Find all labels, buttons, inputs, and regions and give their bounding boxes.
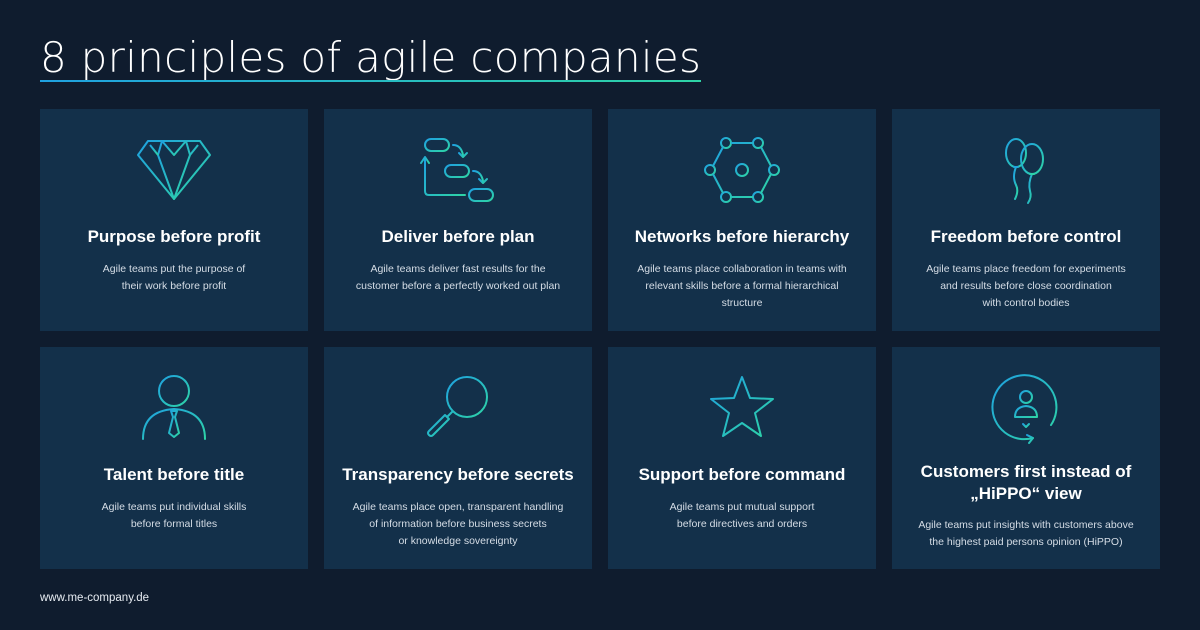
desc-line: their work before profit xyxy=(121,280,227,292)
desc-line: before formal titles xyxy=(130,518,218,530)
flow-steps-icon xyxy=(324,131,592,209)
card-description: Agile teams place freedom for experiment… xyxy=(906,261,1146,312)
desc-line: Agile teams deliver fast results for the xyxy=(370,263,546,275)
card-description: Agile teams put mutual support before di… xyxy=(622,499,862,533)
desc-line: customer before a perfectly worked out p… xyxy=(355,280,561,292)
card-description: Agile teams place collaboration in teams… xyxy=(622,261,862,312)
magnifier-icon xyxy=(324,369,592,447)
card-title: Deliver before plan xyxy=(381,227,535,246)
card-title: Transparency before secrets xyxy=(342,465,574,484)
card-description: Agile teams put insights with customers … xyxy=(906,517,1146,551)
desc-line: or knowledge sovereignty xyxy=(398,535,518,547)
customer-circle-icon xyxy=(892,369,1160,447)
desc-line: Agile teams put insights with customers … xyxy=(918,519,1134,531)
card-description: Agile teams put the purpose of their wor… xyxy=(54,261,294,295)
card-title: Customers first instead of „HiPPO“ view xyxy=(902,461,1150,505)
card-support-before-command: Support before command Agile teams put m… xyxy=(608,347,876,569)
desc-line: Agile teams place freedom for experiment… xyxy=(926,263,1126,275)
desc-line: and results before close coordination xyxy=(940,280,1112,292)
title-line: „HiPPO“ view xyxy=(970,484,1082,503)
desc-line: structure xyxy=(721,297,763,309)
footer-url[interactable]: www.me-company.de xyxy=(40,592,150,604)
title-underline xyxy=(40,80,702,82)
card-networks-before-hierarchy: Networks before hierarchy Agile teams pl… xyxy=(608,109,876,331)
card-title: Talent before title xyxy=(103,465,245,484)
principles-grid: Purpose before profit Agile teams put th… xyxy=(40,109,1160,569)
page-title: 8 principles of agile companies xyxy=(40,33,702,82)
card-talent-before-title: Talent before title Agile teams put indi… xyxy=(40,347,308,569)
desc-line: of information before business secrets xyxy=(369,518,547,530)
diamond-icon xyxy=(40,131,308,209)
card-description: Agile teams deliver fast results for the… xyxy=(338,261,578,295)
desc-line: Agile teams put individual skills xyxy=(101,501,247,513)
card-title: Purpose before profit xyxy=(87,227,261,246)
desc-line: Agile teams put the purpose of xyxy=(102,263,246,275)
person-tie-icon xyxy=(40,369,308,447)
page-title-wrap: 8 principles of agile companies xyxy=(40,30,702,86)
card-description: Agile teams place open, transparent hand… xyxy=(338,499,578,550)
card-purpose-before-profit: Purpose before profit Agile teams put th… xyxy=(40,109,308,331)
card-customers-first: Customers first instead of „HiPPO“ view … xyxy=(892,347,1160,569)
card-transparency-before-secrets: Transparency before secrets Agile teams … xyxy=(324,347,592,569)
card-title: Networks before hierarchy xyxy=(634,227,850,246)
title-line: Customers first instead of xyxy=(920,462,1132,481)
desc-line: Agile teams place open, transparent hand… xyxy=(352,501,564,513)
card-deliver-before-plan: Deliver before plan Agile teams deliver … xyxy=(324,109,592,331)
desc-line: relevant skills before a formal hierarch… xyxy=(645,280,839,292)
card-title: Freedom before control xyxy=(930,227,1122,246)
card-title: Support before command xyxy=(638,465,846,484)
desc-line: Agile teams put mutual support xyxy=(669,501,815,513)
desc-line: with control bodies xyxy=(982,297,1070,309)
card-freedom-before-control: Freedom before control Agile teams place… xyxy=(892,109,1160,331)
star-icon xyxy=(608,369,876,447)
balloons-icon xyxy=(892,131,1160,209)
desc-line: the highest paid persons opinion (HiPPO) xyxy=(929,536,1123,548)
desc-line: before directives and orders xyxy=(676,518,808,530)
network-icon xyxy=(608,131,876,209)
card-description: Agile teams put individual skills before… xyxy=(54,499,294,533)
desc-line: Agile teams place collaboration in teams… xyxy=(637,263,847,275)
